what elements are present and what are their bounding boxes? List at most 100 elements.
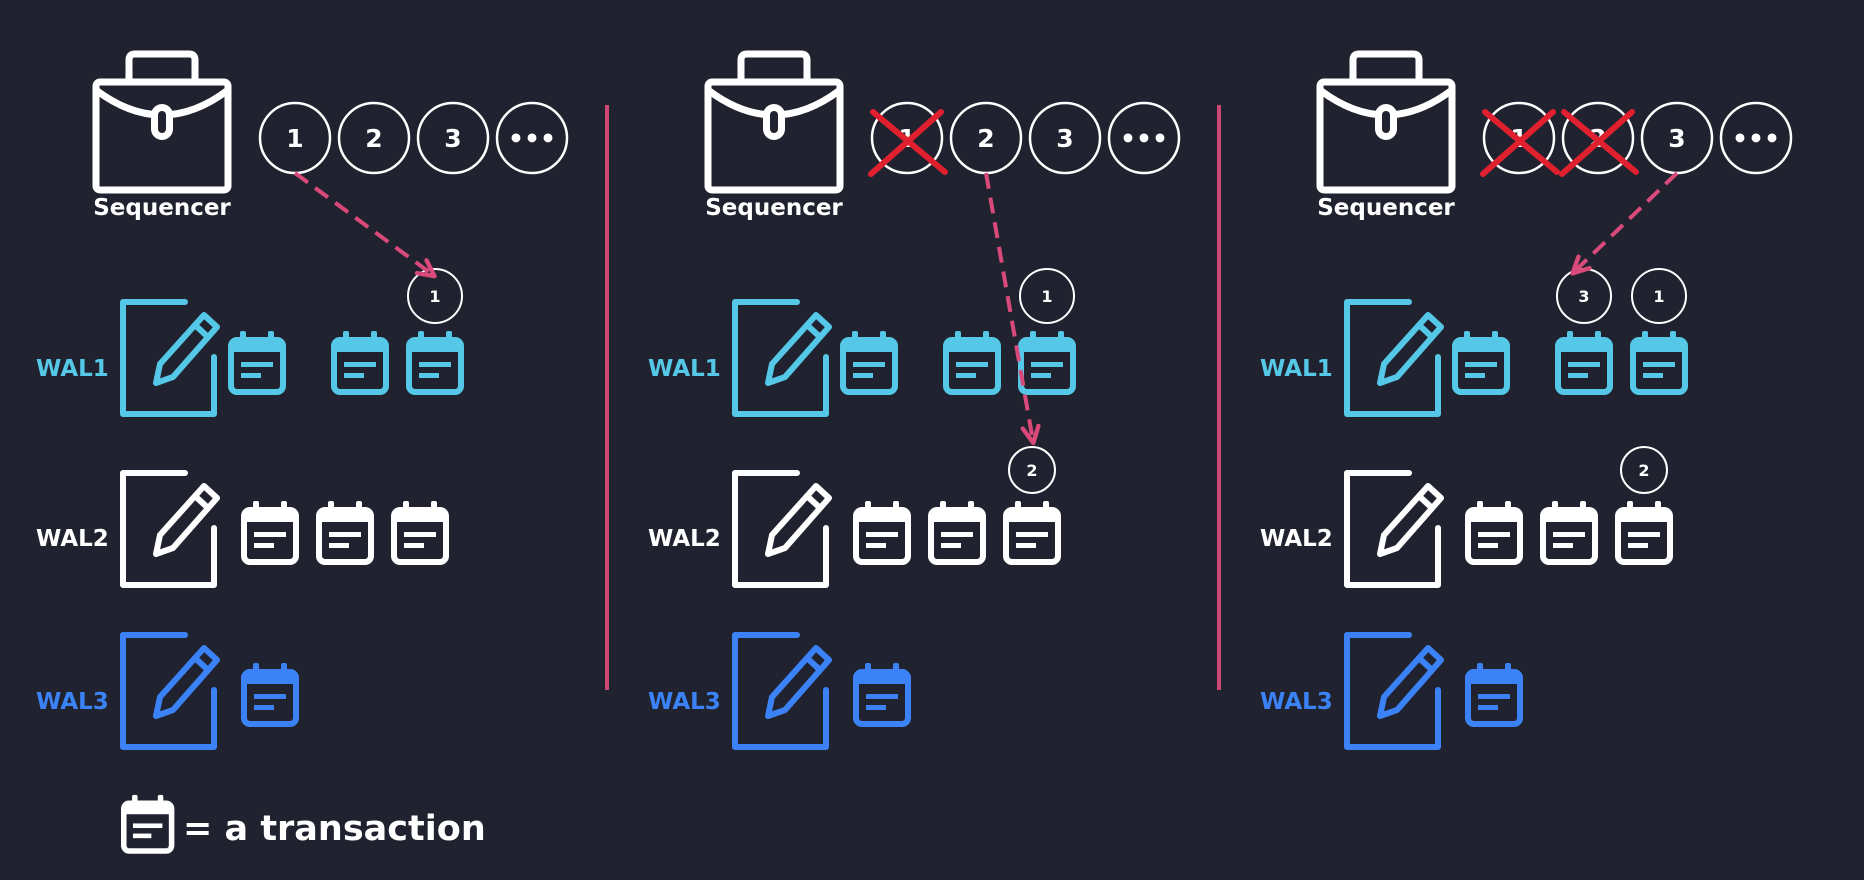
tx-sequence-badge-label: 2 <box>1638 461 1649 480</box>
wal-label: WAL3 <box>36 689 109 715</box>
tx-sequence-badge: 1 <box>1019 268 1075 324</box>
calendar-icon <box>1630 331 1688 395</box>
legend: = a transaction <box>121 794 486 854</box>
wal-label: WAL1 <box>648 356 721 382</box>
document-pencil-icon <box>1344 470 1444 588</box>
wal-2: WAL2 <box>36 470 449 588</box>
tx-sequence-badge: 2 <box>1620 446 1668 494</box>
calendar-icon <box>1018 331 1076 395</box>
tx-sequence-badge: 1 <box>1631 268 1687 324</box>
queue-item: ••• <box>495 101 569 175</box>
calendar-icon <box>228 331 286 395</box>
queue-item: 1 <box>1480 101 1560 177</box>
document-pencil-icon <box>1344 299 1444 417</box>
queue-item-label: ••• <box>1732 124 1780 153</box>
queue-item: 2 <box>1559 101 1639 177</box>
wal-3: WAL3 <box>648 632 911 750</box>
crossed-out-mark <box>868 109 948 177</box>
tx-sequence-badge: 2 <box>1008 446 1056 494</box>
wal-2: WAL2 2 <box>648 446 1061 588</box>
document-pencil-icon <box>732 632 832 750</box>
calendar-icon <box>406 331 464 395</box>
wal-2: WAL2 2 <box>1260 446 1673 588</box>
queue-item-label: ••• <box>1120 124 1168 153</box>
sequencer-label: Sequencer <box>93 195 231 221</box>
calendar-icon <box>1452 331 1510 395</box>
tx-sequence-badge: 3 <box>1556 268 1612 324</box>
calendar-icon <box>1555 331 1613 395</box>
calendar-icon <box>241 663 299 727</box>
calendar-icon <box>853 501 911 565</box>
queue-item-label: 3 <box>1668 124 1685 153</box>
crossed-out-mark <box>1559 109 1639 177</box>
calendar-icon <box>1465 501 1523 565</box>
tx-sequence-badge-label: 2 <box>1026 461 1037 480</box>
calendar-icon <box>331 331 389 395</box>
calendar-icon <box>241 501 299 565</box>
queue-item-label: 2 <box>365 124 382 153</box>
calendar-icon <box>853 663 911 727</box>
wal-label: WAL2 <box>648 526 721 552</box>
wal-1: WAL1 1 <box>648 268 1076 417</box>
queue-item: 2 <box>949 101 1023 175</box>
document-pencil-icon <box>732 299 832 417</box>
tx-sequence-badge: 1 <box>407 268 463 324</box>
queue-item-label: 2 <box>977 124 994 153</box>
queue-item: ••• <box>1107 101 1181 175</box>
queue-item: 2 <box>337 101 411 175</box>
briefcase-icon <box>1316 50 1456 194</box>
queue-item-label: 1 <box>286 124 303 153</box>
calendar-icon <box>316 501 374 565</box>
wal-label: WAL2 <box>1260 526 1333 552</box>
queue-item: 1 <box>258 101 332 175</box>
queue-item-label: ••• <box>508 124 556 153</box>
calendar-icon <box>121 794 175 854</box>
briefcase-icon <box>704 50 844 194</box>
document-pencil-icon <box>120 299 220 417</box>
calendar-icon <box>943 331 1001 395</box>
briefcase-icon <box>92 50 232 194</box>
tx-sequence-badge-label: 3 <box>1578 287 1589 306</box>
queue-item: 3 <box>1640 101 1714 175</box>
queue-item: 3 <box>416 101 490 175</box>
calendar-icon <box>1465 663 1523 727</box>
sequencer-queue: 123 ••• <box>1480 101 1793 177</box>
calendar-icon <box>928 501 986 565</box>
wal-label: WAL2 <box>36 526 109 552</box>
queue-item: 1 <box>868 101 948 177</box>
sequencer-label: Sequencer <box>1317 195 1455 221</box>
wal-label: WAL1 <box>36 356 109 382</box>
tx-sequence-badge-label: 1 <box>1653 287 1664 306</box>
calendar-icon <box>1615 501 1673 565</box>
queue-item-label: 3 <box>444 124 461 153</box>
calendar-icon <box>391 501 449 565</box>
sequencer: Sequencer <box>92 50 232 221</box>
assignment-arrow <box>984 172 1033 441</box>
calendar-icon <box>1003 501 1061 565</box>
sequencer-queue: 12 3 ••• <box>868 101 1181 177</box>
sequencer: Sequencer <box>704 50 844 221</box>
queue-item: ••• <box>1719 101 1793 175</box>
wal-1: WAL1 1 <box>36 268 464 417</box>
document-pencil-icon <box>732 470 832 588</box>
wal-3: WAL3 <box>36 632 299 750</box>
sequencer-queue: 1 2 3 ••• <box>258 101 569 175</box>
queue-item: 3 <box>1028 101 1102 175</box>
queue-item-label: 3 <box>1056 124 1073 153</box>
wal-label: WAL3 <box>648 689 721 715</box>
assignment-arrow <box>1574 171 1679 272</box>
assignment-arrow <box>293 171 433 275</box>
document-pencil-icon <box>120 470 220 588</box>
document-pencil-icon <box>1344 632 1444 750</box>
sequencer-label: Sequencer <box>705 195 843 221</box>
wal-3: WAL3 <box>1260 632 1523 750</box>
wal-label: WAL3 <box>1260 689 1333 715</box>
calendar-icon <box>840 331 898 395</box>
crossed-out-mark <box>1480 109 1560 177</box>
tx-sequence-badge-label: 1 <box>429 287 440 306</box>
